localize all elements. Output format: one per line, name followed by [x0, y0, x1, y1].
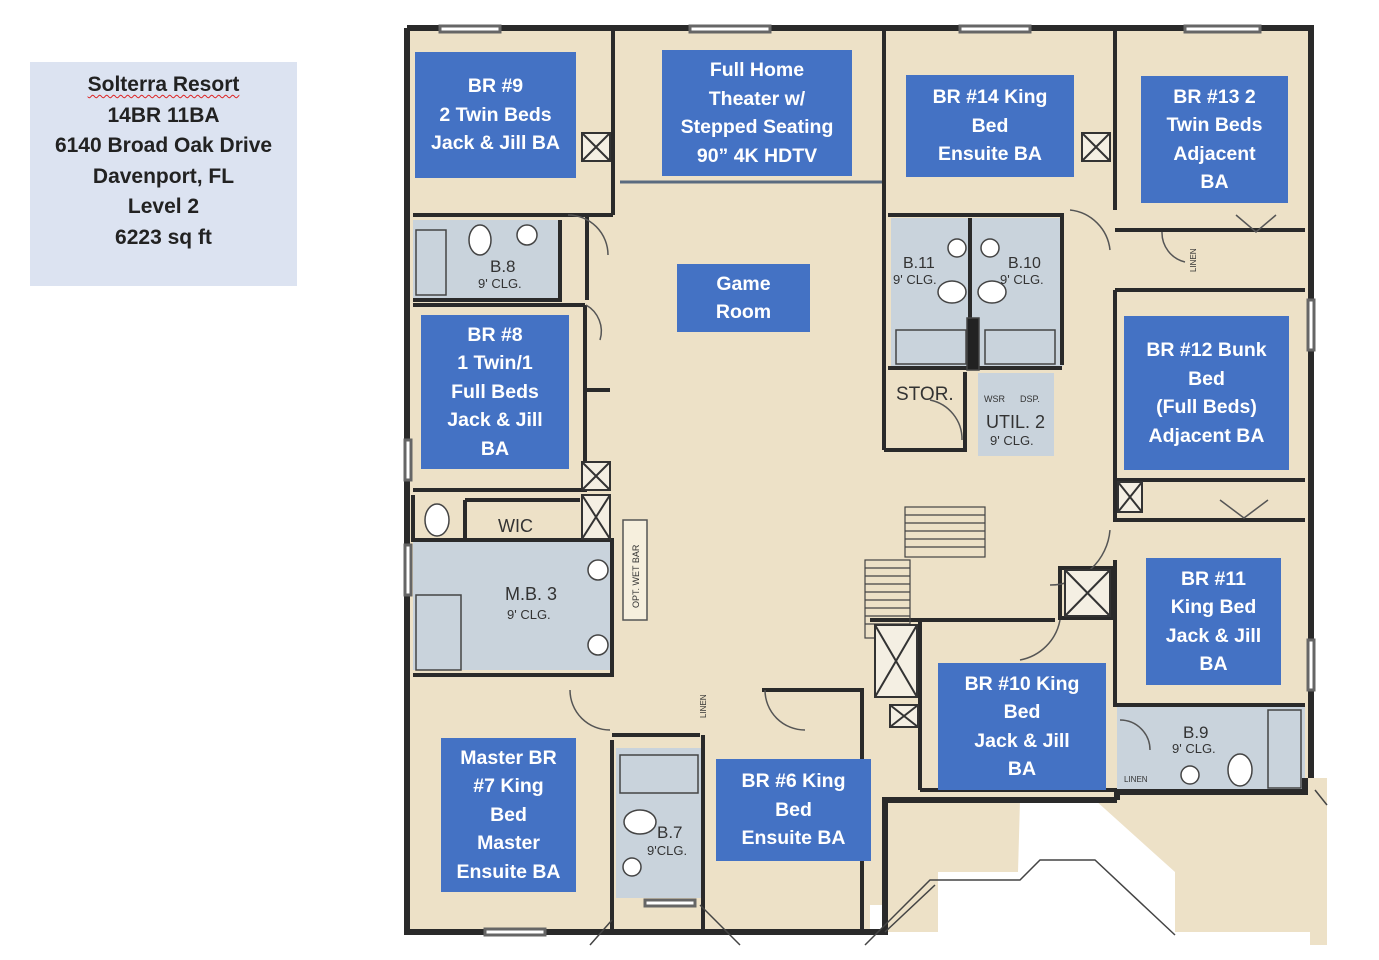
tag-util2-clg: 9' CLG. [990, 433, 1034, 448]
info-resort-name: Solterra Resort [87, 73, 240, 96]
tag-dsp: DSP. [1020, 394, 1040, 404]
tag-b7: B.7 [657, 823, 683, 842]
tag-linen-3: LINEN [1124, 775, 1148, 784]
bath-fixtures [415, 224, 1302, 877]
tag-b11-clg: 9' CLG. [893, 272, 937, 287]
tag-stor: STOR. [896, 384, 954, 405]
tag-linen-2: LINEN [699, 694, 708, 718]
property-info-box: Solterra Resort 14BR 11BA 6140 Broad Oak… [30, 62, 297, 286]
info-level: Level 2 [127, 195, 200, 218]
tag-b7-clg: 9'CLG. [647, 843, 687, 858]
tag-b8: B.8 [490, 257, 516, 276]
tag-wsr: WSR [984, 394, 1005, 404]
info-address: 6140 Broad Oak Drive [54, 134, 273, 157]
tag-wet-bar: OPT. WET BAR [631, 544, 641, 608]
info-bed-bath: 14BR 11BA [107, 103, 220, 127]
tag-mb3-clg: 9' CLG. [507, 607, 551, 622]
tag-b9-clg: 9' CLG. [1172, 741, 1216, 756]
tag-linen-1: LINEN [1189, 248, 1198, 272]
interior-walls [411, 30, 1305, 932]
info-area: 6223 sq ft [115, 225, 212, 249]
roof-lines [589, 789, 1328, 946]
tag-b10: B.10 [1008, 255, 1041, 272]
bath-areas [413, 218, 1305, 898]
wet-bar [622, 519, 648, 621]
tag-b9: B.9 [1183, 723, 1209, 742]
shaft-boxes [581, 132, 1143, 728]
tag-mb3: M.B. 3 [505, 584, 557, 604]
tag-b11: B.11 [903, 255, 935, 272]
tag-b8-clg: 9' CLG. [478, 276, 522, 291]
windows [403, 24, 1316, 937]
tag-b10-clg: 9' CLG. [1000, 272, 1044, 287]
plan-tags: B.8 9' CLG. B.11 9' CLG. B.10 9' CLG. ST… [478, 248, 1216, 858]
tag-wic: WIC [498, 516, 533, 536]
info-city: Davenport, FL [92, 164, 235, 188]
tag-util2: UTIL. 2 [986, 412, 1045, 432]
